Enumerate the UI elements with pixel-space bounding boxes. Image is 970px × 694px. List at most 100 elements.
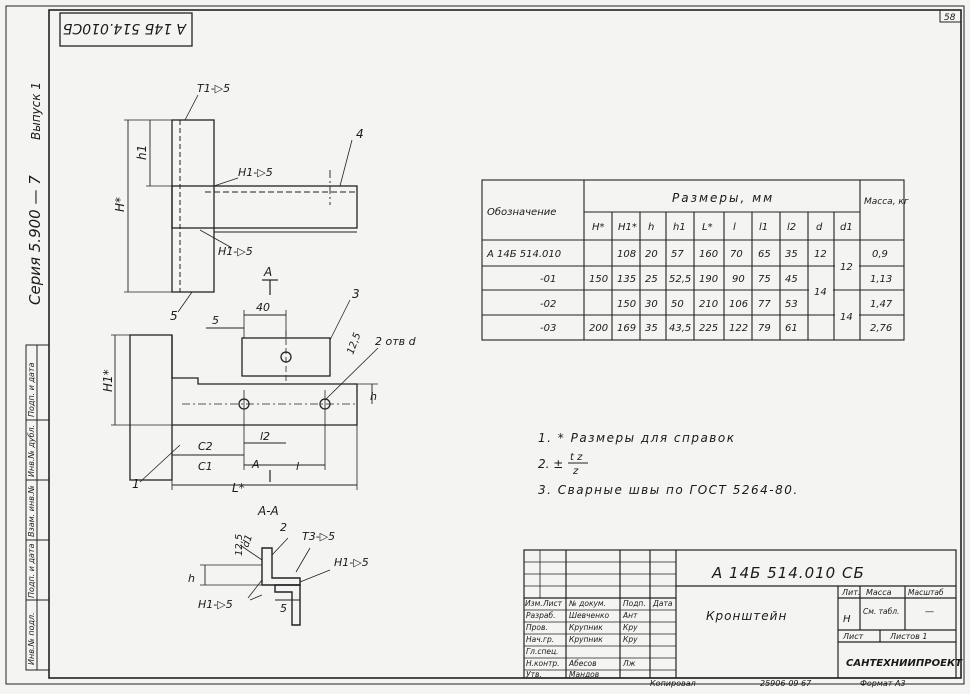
- position-4: 4: [356, 127, 364, 141]
- section-aa-view: [200, 537, 331, 626]
- svg-text:Подп.: Подп.: [623, 599, 646, 608]
- series-label: Серия 5.900 — 7: [26, 175, 44, 305]
- table-row-1: -01 150 135 25 52,5 190 90 75 45 12 1,13: [540, 262, 892, 285]
- title-scale-header: Масштаб: [908, 588, 944, 597]
- table-col-mass: Масса, кг: [864, 197, 909, 207]
- svg-text:14: 14: [840, 312, 853, 323]
- title-scale-value: —: [925, 607, 934, 617]
- sheet-number: 58: [944, 13, 956, 23]
- left-strip: [25, 344, 50, 671]
- svg-text:30: 30: [645, 299, 658, 310]
- svg-text:Кру: Кру: [623, 623, 638, 632]
- svg-text:Утв.: Утв.: [526, 670, 542, 679]
- title-sheet-label: Лист: [842, 632, 864, 641]
- dim-l2: l2: [260, 430, 270, 443]
- dim-5-bottom: 5: [280, 602, 287, 615]
- svg-text:А 14Б 514.010: А 14Б 514.010: [486, 249, 561, 260]
- svg-text:25: 25: [645, 274, 658, 285]
- svg-text:Мандов: Мандов: [569, 670, 599, 679]
- title-mass-header: Масса: [866, 588, 892, 597]
- svg-text:Пров.: Пров.: [526, 623, 548, 632]
- svg-text:150: 150: [589, 274, 608, 285]
- weld-t3-label: Т3-▷5: [302, 530, 335, 543]
- th-d1: d1: [840, 222, 853, 233]
- svg-text:53: 53: [785, 299, 798, 310]
- title-block-roles: Разраб. Шевченко Ант Пров. Крупник Кру Н…: [526, 611, 638, 679]
- title-lit-value: Н: [843, 614, 851, 625]
- weld-h1-lower-label: Н1-▷5: [218, 245, 253, 258]
- svg-text:№ докум.: № докум.: [568, 599, 606, 608]
- position-5: 5: [170, 309, 178, 323]
- svg-text:Крупник: Крупник: [569, 635, 603, 644]
- note-2: 2. ±: [538, 457, 563, 471]
- svg-text:Лж: Лж: [622, 659, 636, 668]
- svg-text:35: 35: [645, 323, 658, 334]
- section-a-mark: А: [263, 265, 272, 279]
- dim-5-top: 5: [212, 314, 219, 327]
- svg-text:Крупник: Крупник: [569, 623, 603, 632]
- svg-text:Ант: Ант: [622, 611, 638, 620]
- inner-frame: [48, 9, 962, 679]
- section-a-mark-bottom: А: [251, 458, 260, 471]
- svg-text:45: 45: [785, 274, 798, 285]
- svg-text:12: 12: [814, 249, 827, 260]
- svg-text:20: 20: [645, 249, 658, 260]
- svg-text:-02: -02: [540, 299, 556, 310]
- dim-h-section: h: [188, 572, 195, 585]
- svg-text:Разраб.: Разраб.: [526, 611, 555, 620]
- dim-h1: h1: [135, 145, 149, 160]
- title-name: Кронштейн: [706, 609, 787, 623]
- svg-text:14: 14: [814, 287, 827, 298]
- svg-text:Нач.гр.: Нач.гр.: [526, 635, 554, 644]
- strip-inv-podl: Инв.№ подл.: [27, 612, 36, 665]
- position-2: 2: [280, 521, 287, 534]
- svg-text:12: 12: [840, 262, 853, 273]
- weld-h1-upper-label: Н1-▷5: [238, 166, 273, 179]
- title-block-grid: [523, 549, 957, 679]
- table-group-header: Размеры, мм: [672, 191, 774, 205]
- dim-12-5-section: 12,5: [234, 534, 245, 556]
- svg-text:61: 61: [785, 323, 798, 334]
- note-3: 3. Сварные швы по ГОСТ 5264-80.: [538, 483, 799, 497]
- top-stamp-box: [59, 12, 193, 47]
- dim-l-star: L*: [232, 481, 245, 495]
- table-row-3: -03 200 169 35 43,5 225 122 79 61 14 2,7…: [540, 312, 892, 334]
- svg-text:-01: -01: [540, 274, 556, 285]
- dim-h1-star: Н1*: [101, 369, 115, 392]
- svg-text:106: 106: [729, 299, 748, 310]
- merge-cover-h-3: [585, 291, 611, 314]
- dim-l: l: [296, 460, 299, 473]
- svg-text:210: 210: [699, 299, 718, 310]
- svg-text:43,5: 43,5: [669, 323, 691, 334]
- section-aa-title: А-А: [257, 504, 279, 518]
- table-col-designation: Обозначение: [487, 206, 556, 218]
- svg-text:108: 108: [617, 249, 636, 260]
- svg-text:Абесов: Абесов: [568, 659, 597, 668]
- table-column-headers: Н* Н1* h h1 L* l l1 l2 d d1: [592, 222, 853, 233]
- position-3: 3: [352, 287, 360, 301]
- position-1: 1: [132, 477, 140, 491]
- svg-text:Лист: Лист: [542, 599, 563, 608]
- svg-text:75: 75: [758, 274, 771, 285]
- title-block-grid-header: Изм. Лист № докум. Подп. Дата: [525, 599, 673, 608]
- svg-text:77: 77: [758, 299, 771, 310]
- dim-40: 40: [256, 301, 270, 314]
- svg-text:225: 225: [699, 323, 718, 334]
- th-h-star: Н*: [592, 222, 605, 233]
- svg-text:200: 200: [589, 323, 608, 334]
- dim-d1-section: d1: [240, 533, 255, 549]
- weld-t1-label: Т1-▷5: [197, 82, 230, 95]
- front-view: [111, 299, 379, 490]
- title-sheets-label: Листов 1: [889, 632, 928, 641]
- merge-cover-d1-b: [835, 291, 859, 339]
- svg-text:Дата: Дата: [652, 599, 673, 608]
- dim-c1: C1: [198, 460, 213, 473]
- svg-text:Шевченко: Шевченко: [569, 611, 610, 620]
- outer-frame: [5, 5, 965, 685]
- table-row-0: А 14Б 514.010 108 20 57 160 70 65 35 12 …: [486, 249, 888, 260]
- svg-text:0,9: 0,9: [872, 249, 888, 260]
- note-2-num: t z: [570, 452, 583, 463]
- th-l2: l2: [787, 222, 796, 233]
- th-d: d: [816, 222, 823, 233]
